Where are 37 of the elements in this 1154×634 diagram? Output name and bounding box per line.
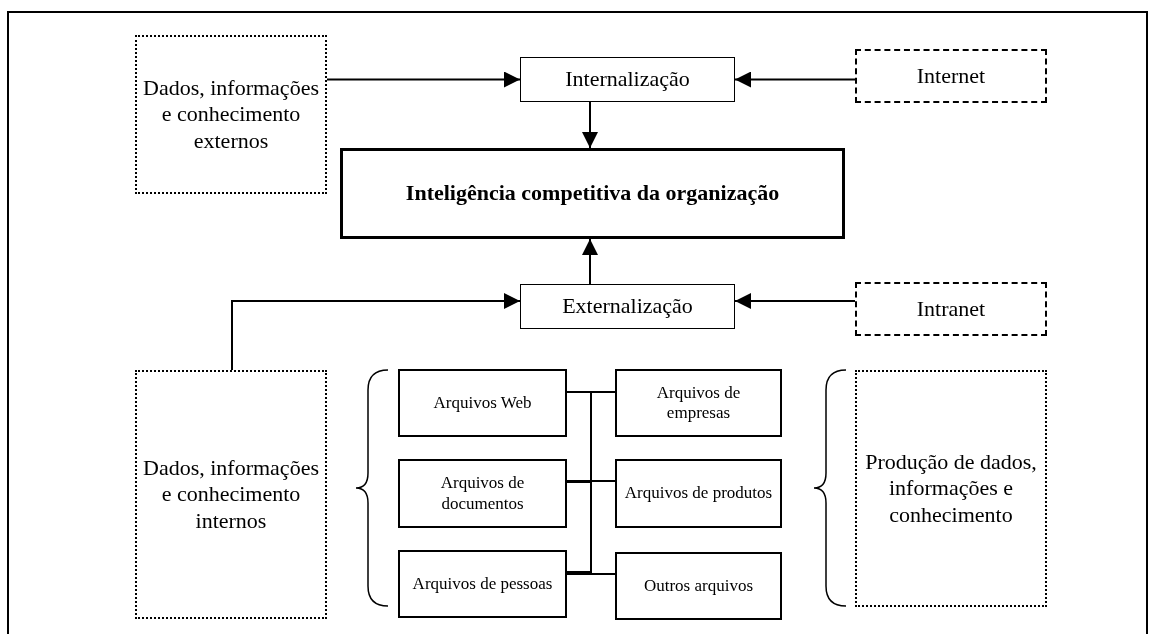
- dashed-box: [855, 282, 1047, 336]
- dotted-box: [135, 370, 327, 619]
- node-label: Arquivos de empresas: [655, 382, 742, 424]
- connector-line: [566, 391, 592, 482]
- process-box: [398, 369, 567, 437]
- node-label: Produção de dados, informações e conhecimento: [864, 448, 1038, 529]
- node-label: Outros arquivos: [643, 575, 754, 597]
- node-label: Dados, informações e conhecimento externos: [143, 74, 319, 155]
- arrow: [326, 71, 521, 88]
- process-box: [520, 57, 735, 102]
- dotted-box: [855, 370, 1047, 607]
- arrow: [582, 238, 598, 285]
- arrow: [582, 101, 598, 149]
- node-label: Arquivos de pessoas: [412, 573, 553, 595]
- process-box: [398, 459, 567, 528]
- node-label: Dados, informações e conhecimento internos: [143, 454, 319, 535]
- node-label: Internet: [916, 62, 986, 90]
- connector-line: [566, 481, 592, 573]
- dotted-box: [135, 35, 327, 194]
- node-label: Internalização: [565, 66, 690, 93]
- dashed-box: [855, 49, 1047, 103]
- process-box: [615, 552, 782, 620]
- process-box: [520, 284, 735, 329]
- node-label: Arquivos Web: [433, 392, 532, 414]
- node-label: Arquivos de documentos: [439, 473, 526, 514]
- arrow: [231, 293, 521, 371]
- node-label: Inteligência competitiva da organização: [405, 180, 780, 207]
- process-box: [615, 369, 782, 437]
- arrow: [734, 71, 856, 88]
- arrow: [734, 293, 856, 309]
- process-box: [615, 459, 782, 528]
- connector-line: [566, 573, 616, 575]
- process-box: [398, 550, 567, 618]
- node-label: Intranet: [916, 295, 986, 323]
- central-box: [340, 148, 845, 239]
- node-label: Externalização: [562, 293, 693, 320]
- node-label: Arquivos de produtos: [624, 483, 773, 504]
